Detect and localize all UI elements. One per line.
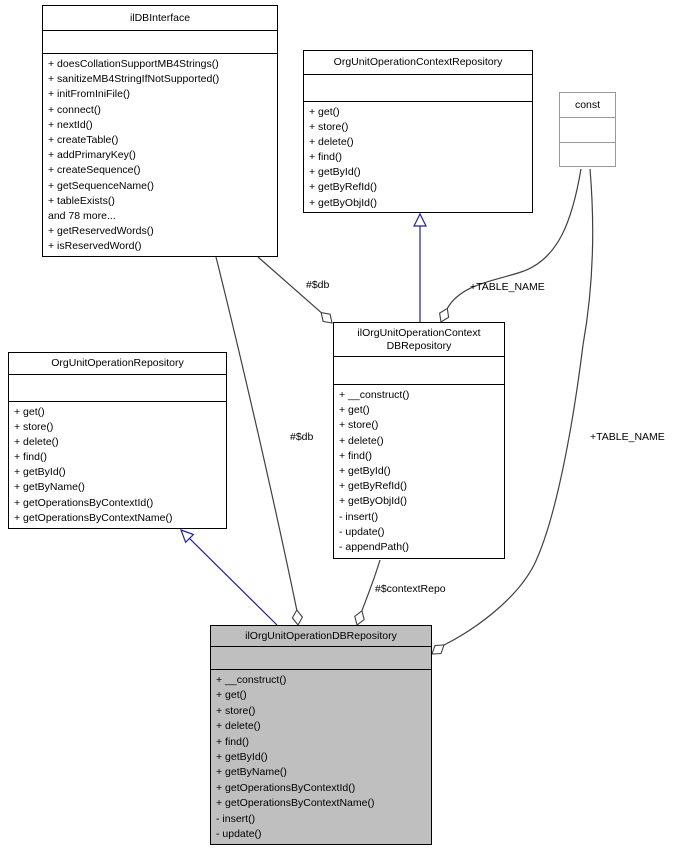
class-attributes-empty: [334, 357, 504, 385]
class-title: OrgUnitOperationRepository: [9, 353, 226, 375]
edge-label-db-to-opdb: #$db: [290, 431, 314, 443]
class-methods-list: + get() + store() + delete() + find() + …: [14, 406, 173, 524]
aggregation-diamond-icon: [291, 609, 304, 626]
class-orgunitoperationrepository[interactable]: OrgUnitOperationRepository + get() + sto…: [8, 352, 227, 529]
class-ilorgunitoperationdbrepository: ilOrgUnitOperationDBRepository + __const…: [210, 625, 432, 845]
class-methods-empty: [560, 143, 615, 166]
inheritance-arrowhead-icon: [179, 528, 195, 544]
aggregation-diamond-icon: [320, 311, 333, 324]
inheritance-arrowhead-icon: [413, 212, 427, 227]
class-title: OrgUnitOperationContextRepository: [304, 51, 532, 75]
class-orgunitoperationcontextrepository[interactable]: OrgUnitOperationContextRepository + get(…: [303, 50, 533, 213]
edge-label-contextrepo-to-opdb: #$contextRepo: [375, 583, 446, 595]
edge-label-tablename-to-contextdb: +TABLE_NAME: [470, 281, 545, 293]
class-title: ilDBInterface: [43, 6, 277, 31]
class-methods-list: + get() + store() + delete() + find() + …: [309, 106, 377, 209]
class-ildbinterface[interactable]: ilDBInterface + doesCollationSupportMB4S…: [42, 5, 278, 257]
edge-inheritance-opdb: [189, 537, 278, 626]
class-attributes-empty: [560, 118, 615, 143]
class-title: const: [560, 93, 615, 118]
class-title: ilOrgUnitOperationContext DBRepository: [334, 323, 504, 357]
class-title: ilOrgUnitOperationDBRepository: [211, 626, 431, 647]
class-methods-list: + __construct() + get() + store() + dele…: [216, 674, 375, 841]
class-attributes-empty: [304, 75, 532, 102]
aggregation-diamond-icon: [431, 644, 445, 655]
aggregation-diamond-icon: [438, 307, 450, 323]
class-methods-list: + doesCollationSupportMB4Strings() + san…: [48, 58, 220, 253]
class-attributes-empty: [211, 647, 431, 670]
class-attributes-empty: [9, 375, 226, 402]
class-methods-list: + __construct() + get() + store() + dele…: [339, 389, 410, 554]
class-attributes-empty: [43, 31, 277, 54]
edge-db-to-opdb: [215, 256, 298, 611]
class-const: const: [559, 92, 616, 167]
class-ilorgunitoperationcontextdbrepository[interactable]: ilOrgUnitOperationContext DBRepository +…: [333, 322, 505, 559]
aggregation-diamond-icon: [354, 609, 365, 626]
edge-label-db-to-contextdb: #$db: [306, 279, 330, 291]
edge-label-tablename-to-opdb: +TABLE_NAME: [590, 431, 665, 443]
